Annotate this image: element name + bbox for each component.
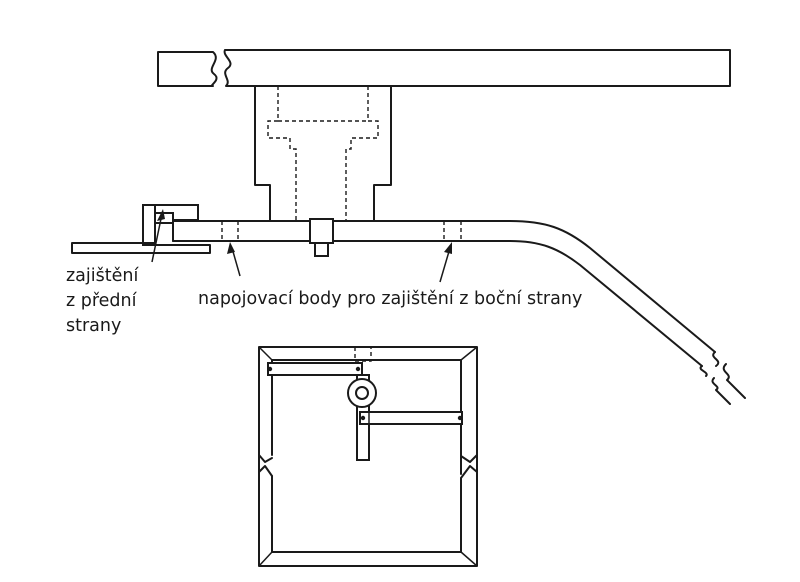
label-front-lock-line1: zajištění (66, 266, 139, 286)
arrow-front-lock (151, 209, 165, 263)
label-front-lock-line3: strany (66, 316, 121, 336)
frame-bar (172, 220, 746, 405)
center-bolt (309, 218, 334, 257)
arrow-left-point (227, 242, 241, 277)
front-lock (71, 204, 211, 254)
column-block (254, 85, 392, 222)
arrow-right-point (439, 242, 452, 283)
label-front-lock-line2: z přední (66, 291, 138, 311)
label-side-connection-points: napojovací body pro zajištění z boční st… (198, 289, 582, 309)
plan-view (258, 346, 478, 567)
top-beam (157, 49, 731, 87)
